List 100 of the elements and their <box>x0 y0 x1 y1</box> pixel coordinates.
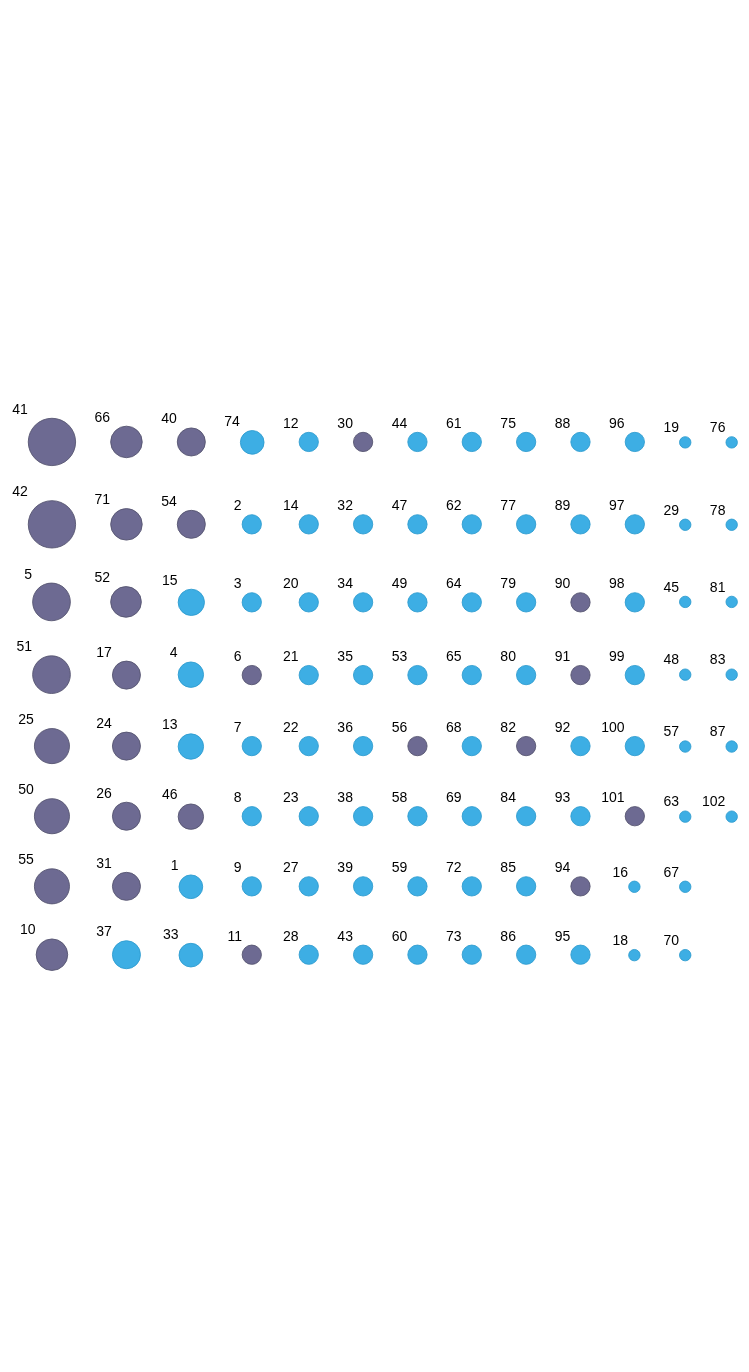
node-circle <box>177 661 204 688</box>
node-circle <box>177 588 205 616</box>
node-label: 102 <box>702 792 726 809</box>
node-circle <box>33 797 70 834</box>
node-label: 1 <box>170 856 179 873</box>
node-circle <box>570 875 591 896</box>
node-label: 77 <box>500 496 516 513</box>
node-circle <box>27 499 77 548</box>
node-circle <box>624 431 645 452</box>
node-circle <box>570 664 591 685</box>
node-label: 48 <box>663 650 679 667</box>
node-label: 40 <box>161 409 177 426</box>
node-label: 25 <box>18 710 34 727</box>
node-label: 30 <box>337 414 353 431</box>
node-circle <box>725 810 738 823</box>
node-circle <box>241 875 262 896</box>
node-label: 20 <box>283 574 299 591</box>
node-label: 49 <box>391 574 408 591</box>
node-label: 90 <box>554 574 571 591</box>
node-circle <box>725 595 738 608</box>
node-circle <box>33 867 70 904</box>
node-label: 66 <box>94 408 111 425</box>
node-circle <box>516 664 537 685</box>
node-circle <box>570 591 591 612</box>
node-label: 14 <box>283 496 299 513</box>
node-label: 92 <box>554 718 571 735</box>
node-circle <box>628 948 641 961</box>
node-label: 61 <box>446 414 462 431</box>
node-circle <box>461 513 482 534</box>
node-label: 54 <box>161 492 177 509</box>
node-circle <box>461 431 482 452</box>
node-circle <box>298 591 319 612</box>
node-circle <box>461 591 482 612</box>
node-label: 46 <box>162 785 178 802</box>
node-circle <box>353 805 374 826</box>
node-circle <box>624 805 645 826</box>
node-label: 2 <box>233 496 242 513</box>
node-circle <box>35 938 69 971</box>
node-circle <box>516 431 537 452</box>
node-circle <box>112 801 141 831</box>
node-circle <box>353 664 374 685</box>
node-circle <box>407 875 428 896</box>
node-label: 10 <box>20 920 36 937</box>
node-label: 23 <box>283 788 299 805</box>
node-circle <box>679 668 692 681</box>
node-circle <box>624 513 645 534</box>
node-circle <box>679 595 692 608</box>
node-circle <box>353 591 374 612</box>
node-label: 96 <box>609 414 625 431</box>
node-circle <box>32 582 71 621</box>
node-label: 69 <box>446 788 462 805</box>
node-circle <box>110 425 143 458</box>
node-label: 88 <box>554 414 571 431</box>
node-label: 44 <box>391 414 408 431</box>
node-label: 5 <box>24 565 33 582</box>
node-circle <box>407 431 428 452</box>
node-label: 76 <box>709 418 726 435</box>
node-label: 26 <box>96 784 112 801</box>
node-label: 50 <box>18 780 34 797</box>
node-circle <box>679 948 692 961</box>
node-label: 63 <box>663 792 679 809</box>
node-circle <box>516 513 537 534</box>
node-label: 93 <box>554 788 571 805</box>
node-label: 83 <box>709 650 726 667</box>
node-circle <box>177 803 204 830</box>
node-circle <box>298 513 319 534</box>
node-label: 22 <box>283 718 299 735</box>
node-circle <box>679 739 692 753</box>
node-label: 34 <box>337 574 353 591</box>
node-circle <box>461 944 482 965</box>
node-label: 19 <box>663 418 679 435</box>
node-circle <box>679 810 692 823</box>
node-label: 29 <box>663 501 679 518</box>
node-label: 68 <box>446 718 462 735</box>
node-label: 53 <box>391 647 408 664</box>
node-label: 3 <box>233 574 242 591</box>
node-circle <box>298 875 319 896</box>
node-label: 67 <box>663 863 679 880</box>
node-label: 12 <box>283 414 299 431</box>
node-circle <box>461 875 482 896</box>
node-label: 97 <box>609 496 625 513</box>
node-circle <box>679 880 692 893</box>
node-circle <box>298 664 319 685</box>
node-label: 47 <box>391 496 408 513</box>
node-label: 11 <box>227 927 242 944</box>
node-label: 75 <box>500 414 516 431</box>
node-circle <box>461 805 482 826</box>
node-circle <box>298 944 319 965</box>
node-circle <box>516 805 537 826</box>
node-label: 41 <box>12 400 28 417</box>
node-circle <box>112 660 141 690</box>
node-label: 37 <box>96 922 112 939</box>
node-circle <box>298 431 319 452</box>
node-label: 91 <box>554 647 571 664</box>
node-circle <box>33 727 70 764</box>
node-circle <box>27 417 77 466</box>
node-label: 15 <box>162 571 178 588</box>
node-label: 78 <box>709 501 726 518</box>
node-circle <box>178 874 204 899</box>
node-label: 18 <box>612 931 629 948</box>
